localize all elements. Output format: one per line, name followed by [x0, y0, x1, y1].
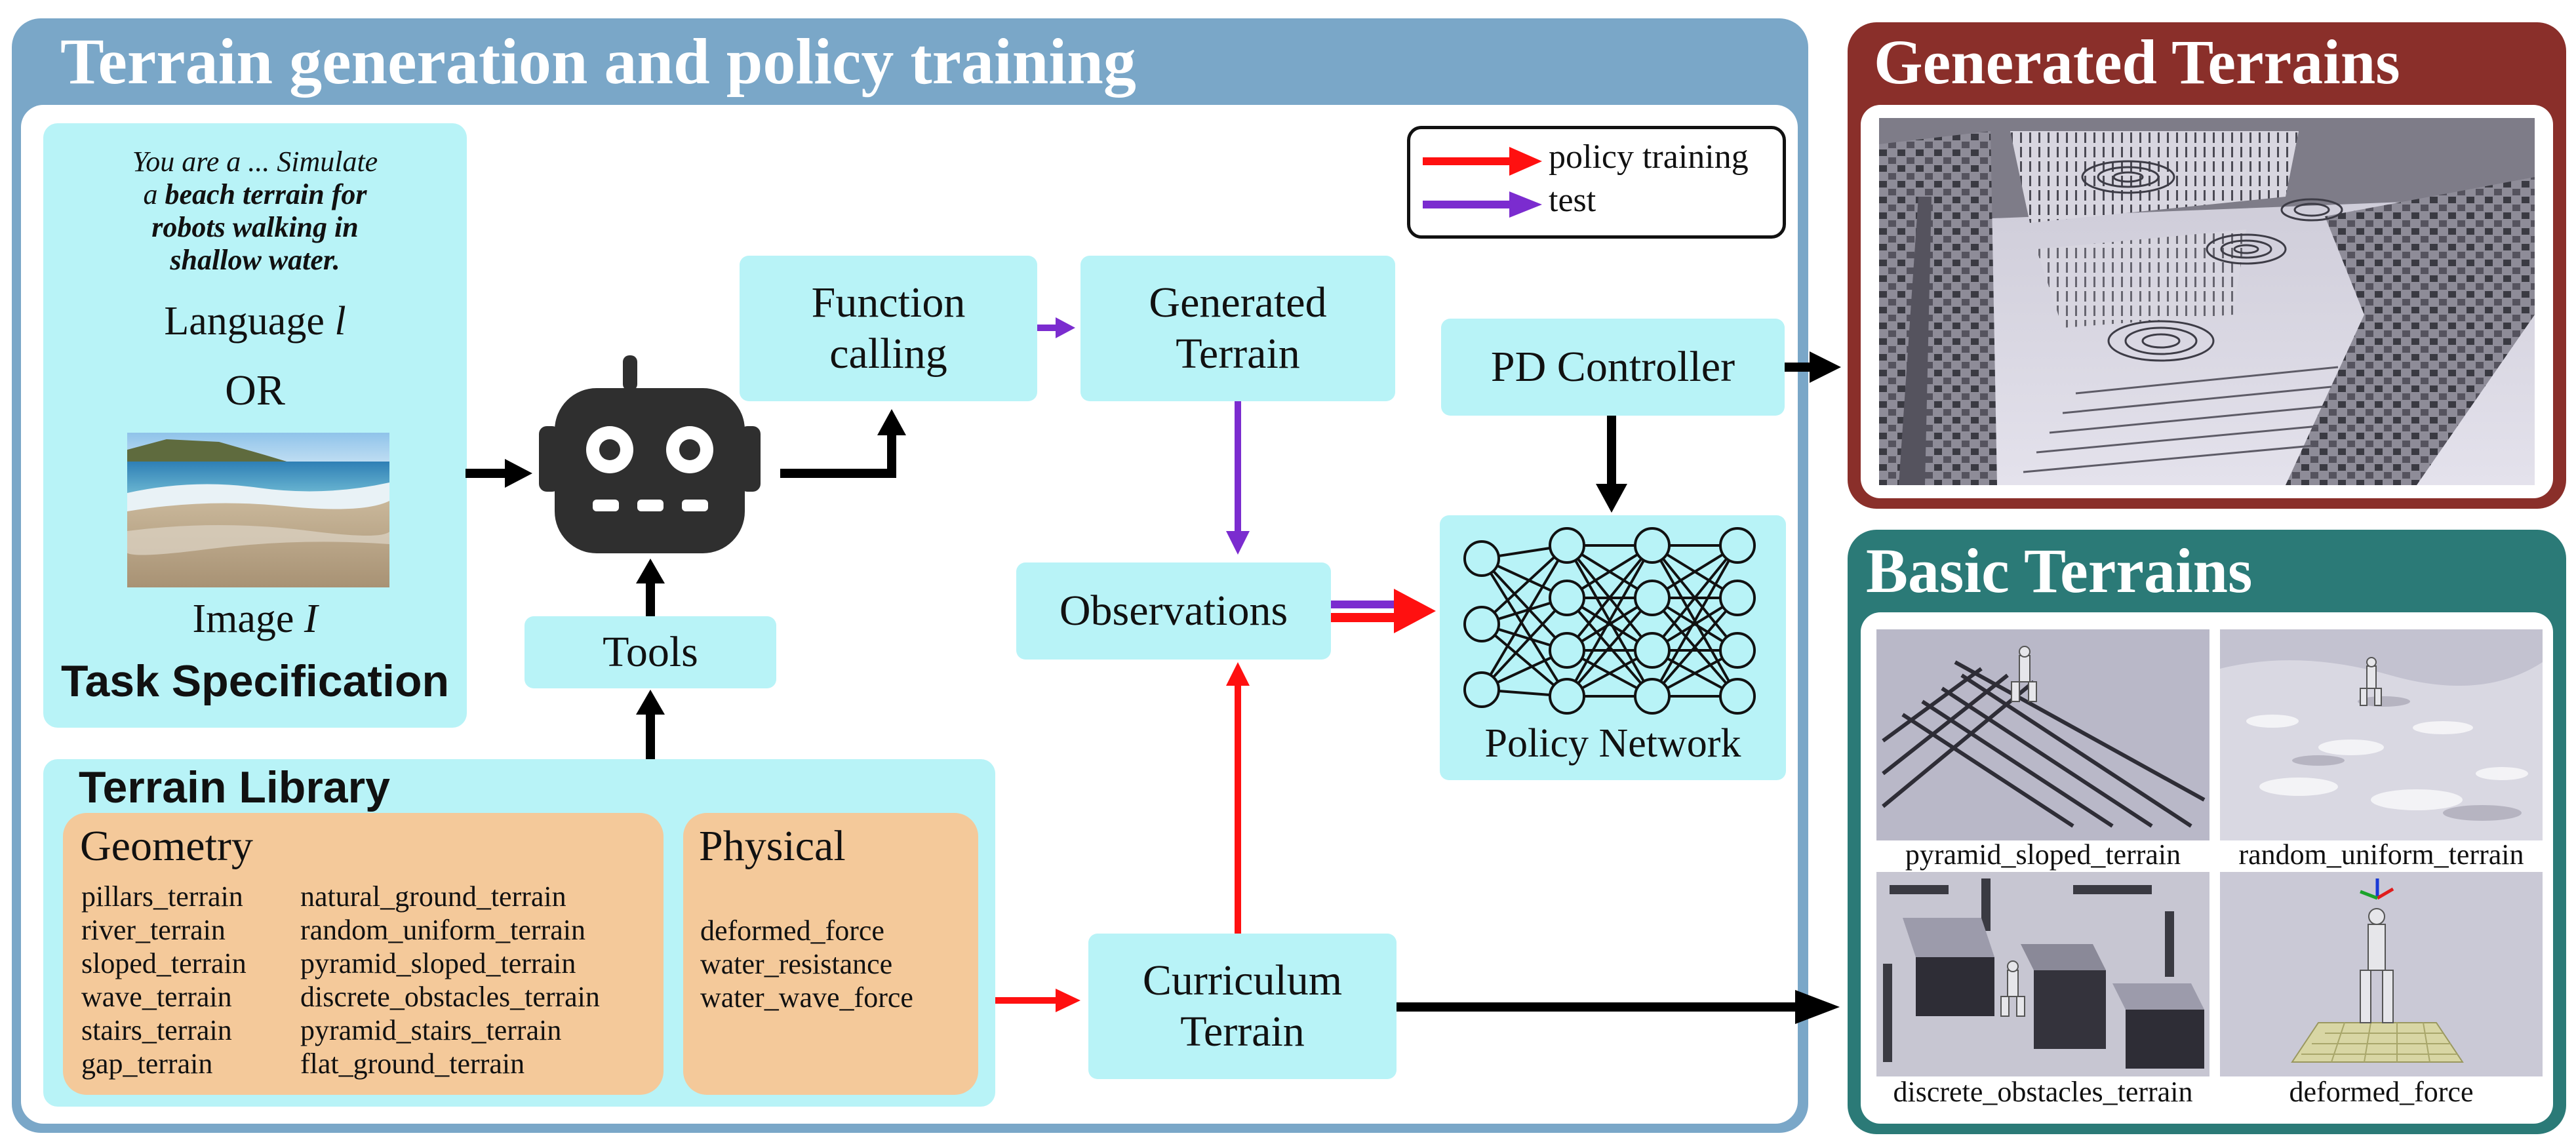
generated-terrain-line1: Generated [1149, 279, 1327, 326]
pd-controller-box: PD Controller [1441, 319, 1785, 416]
legend [1407, 126, 1786, 239]
neural-network-icon [1463, 527, 1756, 715]
task-prompt-line3: robots walking in [151, 211, 359, 243]
policy-network-label: Policy Network [1484, 721, 1741, 766]
language-symbol: l [334, 299, 346, 344]
legend-arrows [1423, 147, 1542, 218]
basic-terrain-caption: random_uniform_terrain [2238, 838, 2524, 871]
geometry-box [63, 813, 664, 1095]
geometry-item: natural_ground_terrain [300, 880, 566, 913]
legend-test: test [1549, 182, 1596, 219]
geometry-item: flat_ground_terrain [300, 1048, 525, 1080]
task-prompt-line4: shallow water. [170, 244, 340, 276]
training-panel-title: Terrain generation and policy training [60, 25, 1136, 98]
geometry-item: random_uniform_terrain [300, 914, 585, 946]
physical-item: deformed_force [700, 915, 884, 947]
function-calling-line2: calling [829, 330, 947, 378]
legend-policy-training: policy training [1549, 138, 1749, 176]
physical-item: water_wave_force [700, 981, 913, 1014]
geometry-list-col2: natural_ground_terrain random_uniform_te… [300, 880, 600, 1080]
geometry-item: discrete_obstacles_terrain [300, 981, 600, 1013]
basic-terrain-caption: pyramid_sloped_terrain [1905, 838, 2181, 871]
curriculum-line2: Terrain [1180, 1008, 1305, 1055]
observations-box: Observations [1016, 562, 1331, 660]
generated-terrain-line2: Terrain [1176, 330, 1300, 378]
language-label-text: Language [164, 299, 335, 344]
image-symbol: I [304, 597, 318, 641]
image-label-text: Image [192, 597, 304, 641]
task-specification-title: Task Specification [60, 656, 450, 706]
geometry-item: stairs_terrain [81, 1014, 232, 1046]
task-prompt: You are a ... Simulate a beach terrain f… [43, 146, 467, 277]
physical-box [683, 813, 978, 1095]
generated-terrains-title: Generated Terrains [1874, 27, 2400, 97]
basic-terrain-caption: deformed_force [2289, 1076, 2474, 1108]
deformed-force-image [2220, 872, 2543, 1076]
pyramid-sloped-terrain-image [1876, 629, 2209, 840]
or-label: OR [225, 366, 285, 414]
pd-controller-label: PD Controller [1490, 343, 1735, 391]
observations-label: Observations [1059, 587, 1288, 635]
geometry-title: Geometry [80, 822, 253, 870]
function-calling-line1: Function [811, 279, 966, 326]
geometry-item: gap_terrain [81, 1048, 213, 1080]
geometry-item: pyramid_stairs_terrain [300, 1014, 562, 1046]
task-prompt-line2-prefix: a [143, 178, 165, 210]
task-prompt-line2: a beach terrain for [43, 178, 467, 211]
beach-image [127, 433, 389, 587]
basic-terrain-caption: discrete_obstacles_terrain [1893, 1076, 2193, 1108]
image-label: Image I [43, 594, 467, 644]
task-prompt-line1: You are a ... Simulate [132, 146, 378, 178]
random-uniform-terrain-image [2220, 629, 2543, 840]
discrete-obstacles-terrain-image [1876, 872, 2209, 1076]
geometry-item: pyramid_sloped_terrain [300, 947, 576, 979]
physical-item: water_resistance [700, 948, 893, 980]
physical-title: Physical [699, 822, 846, 870]
physical-list: deformed_force water_resistance water_wa… [700, 914, 913, 1014]
policy-network-box: Policy Network [1440, 515, 1786, 780]
geometry-item: river_terrain [81, 914, 226, 946]
curriculum-line1: Curriculum [1142, 957, 1343, 1004]
tools-box: Tools [525, 616, 776, 688]
geometry-list-col1: pillars_terrain river_terrain sloped_ter… [81, 880, 247, 1080]
geometry-item: sloped_terrain [81, 947, 247, 979]
arrow-robot-to-function [780, 433, 896, 478]
robot-llm-icon [525, 353, 774, 602]
language-label: Language l [43, 296, 467, 346]
task-specification-box [43, 123, 467, 728]
geometry-item: pillars_terrain [81, 880, 243, 913]
basic-terrains-title: Basic Terrains [1866, 536, 2253, 606]
generated-terrain-render [1879, 118, 2535, 485]
tools-label: Tools [603, 628, 698, 676]
geometry-item: wave_terrain [81, 981, 232, 1013]
task-prompt-line2-bold: beach terrain for [165, 178, 367, 210]
terrain-library-title: Terrain Library [79, 762, 390, 812]
